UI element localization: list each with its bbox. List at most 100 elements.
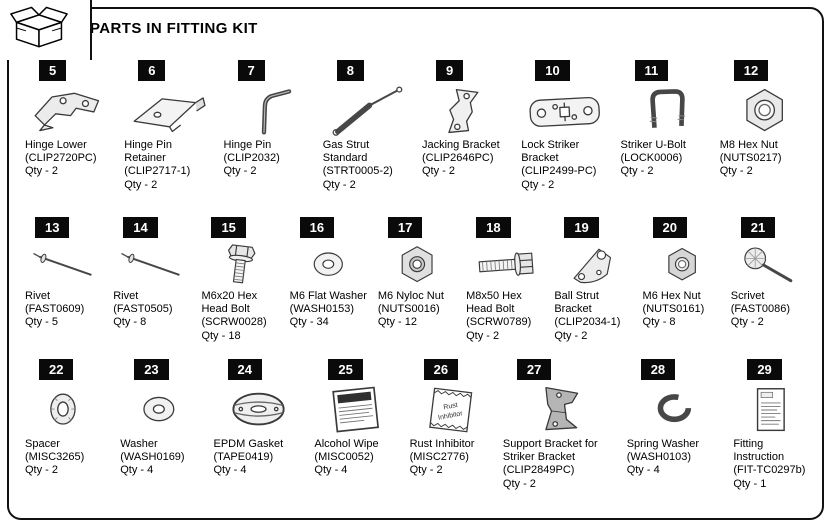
part-label: Support Bracket for Striker Bracket (CLI… xyxy=(501,438,619,491)
part-qty: Qty - 4 xyxy=(314,464,348,477)
part-number-badge: 25 xyxy=(328,359,363,380)
part-item: 9 Jacking Bracket (CLIP2646PC) Qty - 2 xyxy=(417,54,516,211)
part-item: 17 M6 Nyloc Nut (NUTS0016) Qty - 12 xyxy=(373,211,461,353)
striker-u-bolt-icon xyxy=(619,83,712,139)
part-item: 20 M6 Hex Nut (NUTS0161) Qty - 8 xyxy=(638,211,726,353)
fitting-instruction-icon xyxy=(731,382,811,438)
part-item: 16 M6 Flat Washer (WASH0153) Qty - 34 xyxy=(285,211,373,353)
part-number-badge: 22 xyxy=(39,359,74,380)
parts-grid: 5 Hinge Lower (CLIP2720PC) Qty - 2 6 xyxy=(20,54,814,503)
part-code: (TAPE0419) xyxy=(213,451,274,464)
spring-washer-icon xyxy=(625,382,726,438)
part-name: M8 Hex Nut xyxy=(719,139,778,151)
rust-inhibitor-packet-text: Inhibitor xyxy=(437,410,463,422)
part-name: M6x20 Hex Head Bolt xyxy=(201,290,258,316)
part-name: EPDM Gasket xyxy=(213,438,284,450)
part-item: 21 Scrivet (FAST0086) Qty - 2 xyxy=(726,211,814,353)
scrivet-icon xyxy=(729,240,811,290)
part-qty: Qty - 5 xyxy=(25,316,59,329)
part-qty: Qty - 2 xyxy=(409,464,443,477)
part-number-badge: 24 xyxy=(227,359,262,380)
part-name: Gas Strut Standard xyxy=(322,139,370,165)
part-qty: Qty - 8 xyxy=(642,316,676,329)
part-name: Hinge Lower xyxy=(25,139,87,151)
part-item: 10 Lock Striker Bracket (CLIP2499-PC) Qt… xyxy=(516,54,615,211)
part-qty: Qty - 34 xyxy=(289,316,329,329)
part-label: Lock Striker Bracket (CLIP2499-PC) Qty -… xyxy=(519,139,612,192)
part-number-badge: 12 xyxy=(733,60,769,81)
part-number-badge: 26 xyxy=(423,359,459,380)
part-qty: Qty - 4 xyxy=(213,464,247,477)
part-name: Ball Strut Bracket xyxy=(554,290,599,316)
part-number-badge: 11 xyxy=(634,60,669,81)
part-number-badge: 14 xyxy=(123,217,158,238)
part-qty: Qty - 2 xyxy=(730,316,764,329)
part-number-badge: 17 xyxy=(387,217,423,238)
part-name: Striker U-Bolt xyxy=(620,139,686,151)
part-number-badge: 5 xyxy=(39,60,67,81)
part-name: M6 Flat Washer xyxy=(289,290,367,302)
part-item: 28 Spring Washer (WASH0103) Qty - 4 xyxy=(622,353,729,503)
part-qty: Qty - 1 xyxy=(733,477,767,490)
part-label: M6 Nyloc Nut (NUTS0016) Qty - 12 xyxy=(376,290,458,330)
part-name: Hinge Pin Retainer xyxy=(124,139,172,165)
washer-icon xyxy=(118,382,205,438)
part-number-badge: 9 xyxy=(436,60,464,81)
part-code: (WASH0103) xyxy=(626,451,692,464)
part-name: M6 Hex Nut xyxy=(642,290,701,302)
part-label: Rivet (FAST0609) Qty - 5 xyxy=(23,290,105,330)
part-item: 5 Hinge Lower (CLIP2720PC) Qty - 2 xyxy=(20,54,119,211)
rust-inhibitor-packet-text: Rust xyxy=(443,402,458,412)
part-label: M6x20 Hex Head Bolt (SCRW0028) Qty - 18 xyxy=(199,290,281,343)
part-label: Gas Strut Standard (STRT0005-2) Qty - 2 xyxy=(321,139,414,192)
part-number-badge: 20 xyxy=(652,217,688,238)
hinge-pin-retainer-icon xyxy=(122,83,215,139)
nyloc-nut-icon xyxy=(376,240,458,290)
part-name: Scrivet xyxy=(730,290,765,302)
part-label: Striker U-Bolt (LOCK0006) Qty - 2 xyxy=(619,139,712,179)
parts-row-3: 22 Spacer (MISC3265) Qty - 2 23 xyxy=(20,353,814,503)
part-number-badge: 28 xyxy=(640,359,676,380)
part-name: Spacer xyxy=(25,438,60,450)
part-label: Hinge Lower (CLIP2720PC) Qty - 2 xyxy=(23,139,116,179)
part-label: Scrivet (FAST0086) Qty - 2 xyxy=(729,290,811,330)
part-code: (CLIP2646PC) xyxy=(422,152,494,165)
part-qty: Qty - 2 xyxy=(502,477,536,490)
part-item: 18 M8x50 Hex Head Bolt (SCRW0789) Qty - … xyxy=(461,211,549,353)
part-label: EPDM Gasket (TAPE0419) Qty - 4 xyxy=(212,438,307,478)
part-name: Jacking Bracket xyxy=(422,139,500,151)
part-qty: Qty - 2 xyxy=(124,178,158,191)
part-label: M8x50 Hex Head Bolt (SCRW0789) Qty - 2 xyxy=(464,290,546,343)
part-item: 15 M6x20 Hex Head Bolt (SCRW0028) Qty - … xyxy=(196,211,284,353)
part-label: Fitting Instruction (FIT-TC0297b) Qty - … xyxy=(731,438,811,491)
spacer-icon xyxy=(23,382,112,438)
part-item: 13 Rivet (FAST0609) Qty - 5 xyxy=(20,211,108,353)
parts-row-2: 13 Rivet (FAST0609) Qty - 5 14 xyxy=(20,211,814,353)
part-code: (SCRW0028) xyxy=(201,316,267,329)
part-code: (SCRW0789) xyxy=(466,316,532,329)
part-name: M6 Nyloc Nut xyxy=(377,290,444,302)
part-label: M8 Hex Nut (NUTS0217) Qty - 2 xyxy=(718,139,811,179)
part-name: Rivet xyxy=(113,290,139,302)
part-qty: Qty - 4 xyxy=(120,464,154,477)
part-name: Washer xyxy=(120,438,158,450)
support-bracket-icon xyxy=(501,382,619,438)
jacking-bracket-icon xyxy=(420,83,513,139)
part-number-badge: 21 xyxy=(740,217,776,238)
lock-striker-bracket-icon xyxy=(519,83,612,139)
part-name: Fitting Instruction xyxy=(733,438,785,464)
part-item: 12 M8 Hex Nut (NUTS0217) Qty - 2 xyxy=(715,54,814,211)
part-item: 14 Rivet (FAST0505) Qty - 8 xyxy=(108,211,196,353)
part-code: (FAST0609) xyxy=(25,303,85,316)
rivet-icon xyxy=(111,240,193,290)
part-label: Hinge Pin Retainer (CLIP2717-1) Qty - 2 xyxy=(122,139,215,192)
hex-nut-icon xyxy=(718,83,811,139)
part-qty: Qty - 2 xyxy=(422,165,456,178)
part-item: 27 Support Bracket for Striker Bracket (… xyxy=(498,353,622,503)
page-border xyxy=(7,7,824,520)
part-code: (NUTS0161) xyxy=(642,303,705,316)
rivet-icon xyxy=(23,240,105,290)
part-item: 22 Spacer (MISC3265) Qty - 2 xyxy=(20,353,115,503)
part-code: (CLIP2499-PC) xyxy=(521,165,597,178)
part-code: (CLIP2032) xyxy=(223,152,280,165)
